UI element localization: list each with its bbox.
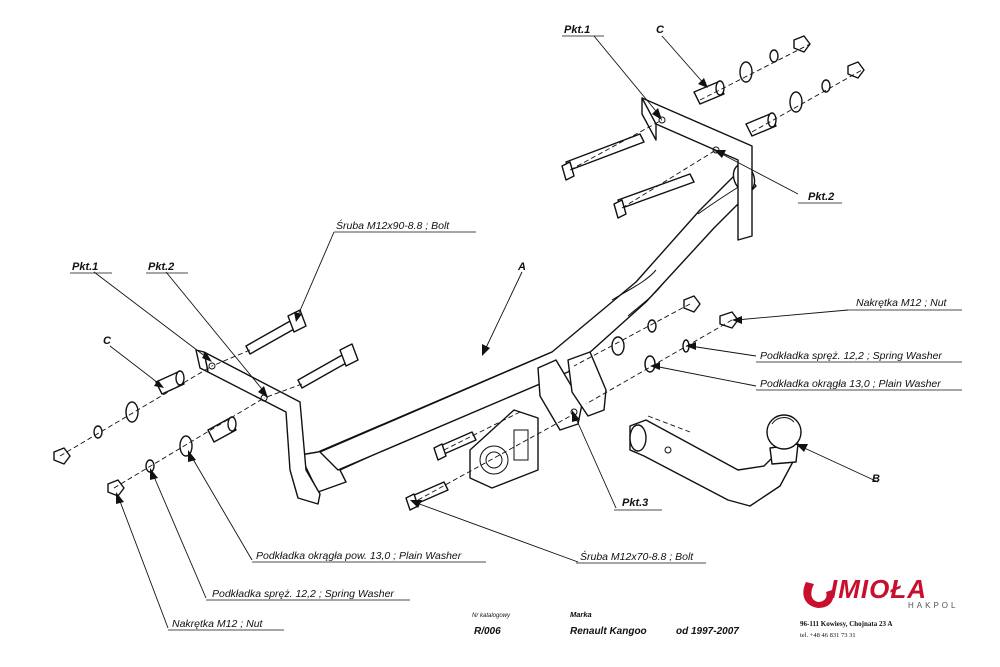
callout-labels: Śruba M12x90-8.8 ; Bolt A Pkt.1 Pkt.2 C … [70, 24, 962, 631]
label-part-a: A [517, 261, 526, 273]
catalog-number-value: R/006 [474, 626, 501, 637]
callout-leaders [93, 35, 879, 629]
label-pkt1-right: Pkt.1 [564, 24, 590, 36]
label-bolt-m12x90: Śruba M12x90-8.8 ; Bolt [336, 219, 450, 232]
title-block: Nr katalogowy R/006 Marka Renault Kangoo… [472, 610, 739, 637]
label-spring-washer-right: Podkładka spręż. 12,2 ; Spring Washer [760, 350, 942, 362]
label-nut-right: Nakrętka M12 ; Nut [856, 297, 948, 309]
label-part-c-right: C [656, 24, 665, 36]
right-upper-bolts [561, 133, 695, 219]
label-part-c-left: C [103, 335, 112, 347]
brand-label: Marka [570, 610, 592, 619]
label-nut-left: Nakrętka M12 ; Nut [172, 618, 264, 630]
logo-sub: HAKPOL [908, 601, 958, 610]
date-range-value: od 1997-2007 [676, 626, 739, 637]
tow-ball-neck [629, 414, 802, 507]
electrical-socket-plate [469, 409, 539, 489]
label-spring-washer-left: Podkładka spręż. 12,2 ; Spring Washer [212, 588, 394, 600]
brand-value: Renault Kangoo [570, 626, 647, 637]
right-washers-nuts [739, 35, 865, 113]
label-bolt-m12x70: Śruba M12x70-8.8 ; Bolt [580, 550, 694, 563]
label-pkt2-left: Pkt.2 [148, 261, 174, 273]
left-upper-bolts [245, 309, 359, 389]
ball-mount-bracket [537, 351, 607, 431]
left-spacers-c [155, 370, 237, 443]
center-bolts [405, 431, 477, 511]
company-logo: IMIOŁA HAKPOL 96-111 Kowiesy, Chojnata 2… [800, 574, 958, 639]
label-pkt3: Pkt.3 [622, 497, 648, 509]
label-pkt1-left: Pkt.1 [72, 261, 98, 273]
assembly-axis-lines [59, 43, 863, 501]
left-washers-nuts [53, 401, 193, 497]
catalog-number-label: Nr katalogowy [472, 613, 511, 619]
crossbar-tube [299, 163, 757, 493]
right-bracket-plate [641, 97, 753, 241]
label-pkt2-right: Pkt.2 [808, 191, 834, 203]
label-plain-washer-left: Podkładka okrągła pow. 13,0 ; Plain Wash… [256, 550, 462, 562]
label-part-b: B [872, 473, 880, 485]
logo-hook-mark [803, 582, 834, 608]
label-plain-washer-right: Podkładka okrągła 13,0 ; Plain Washer [760, 378, 941, 390]
logo-name: IMIOŁA [830, 574, 927, 604]
company-address: 96-111 Kowiesy, Chojnata 23 A [800, 620, 892, 628]
company-phone: tel. +48 46 831 73 31 [800, 632, 856, 639]
